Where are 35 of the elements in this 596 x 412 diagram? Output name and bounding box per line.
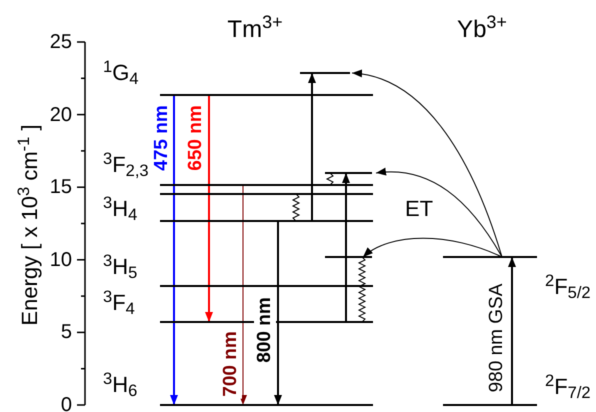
- transition-arrow: [508, 257, 516, 405]
- energy-level-line: [325, 256, 372, 258]
- transition-arrow: [274, 221, 282, 405]
- energy-transfer-arrow: [362, 238, 502, 258]
- wavelength-label: 700 nm: [220, 329, 242, 399]
- term-symbol: $^{3}$H$_{6}$: [103, 370, 138, 400]
- energy-transfer-arrow: [352, 70, 502, 258]
- tick-label: 15: [48, 176, 72, 198]
- term-symbol: $^{3}$F$_{2,3}$: [103, 150, 149, 180]
- nonradiative-wavy-line: [326, 172, 334, 186]
- energy-transfer-arrow: [376, 168, 502, 258]
- term-symbol: $^{2}$F$_{7/2}$: [545, 372, 591, 402]
- nonradiative-wavy-line: [358, 256, 366, 322]
- nonradiative-wavy-line: [292, 194, 300, 222]
- transition-arrow: [308, 73, 316, 221]
- term-symbol: $^{2}$F$_{5/2}$: [545, 272, 591, 302]
- transition-arrow: [342, 173, 350, 322]
- tick-label: 20: [48, 104, 72, 126]
- ion-label: Yb$^{3+}$: [457, 12, 507, 45]
- energy-level-line: [300, 72, 350, 74]
- term-symbol: $^{3}$H$_{5}$: [103, 252, 138, 282]
- energy-level-line: [160, 193, 373, 195]
- tick-label: 5: [60, 321, 72, 344]
- term-symbol: $^{3}$H$_{4}$: [103, 194, 138, 224]
- tick-label: 0: [60, 394, 72, 412]
- transition-arrow: [205, 95, 213, 322]
- annotation-label: ET: [405, 196, 434, 222]
- tick-label: 25: [48, 31, 72, 53]
- transition-arrow: [170, 95, 178, 405]
- wavelength-label: 800 nm: [254, 295, 276, 365]
- energy-level-line: [325, 172, 372, 174]
- transition-arrow: [239, 184, 247, 406]
- term-symbol: $^{1}$G$_{4}$: [103, 58, 138, 88]
- ion-label: Tm$^{3+}$: [227, 12, 283, 45]
- term-symbol: $^{3}$F$_{4}$: [103, 288, 135, 318]
